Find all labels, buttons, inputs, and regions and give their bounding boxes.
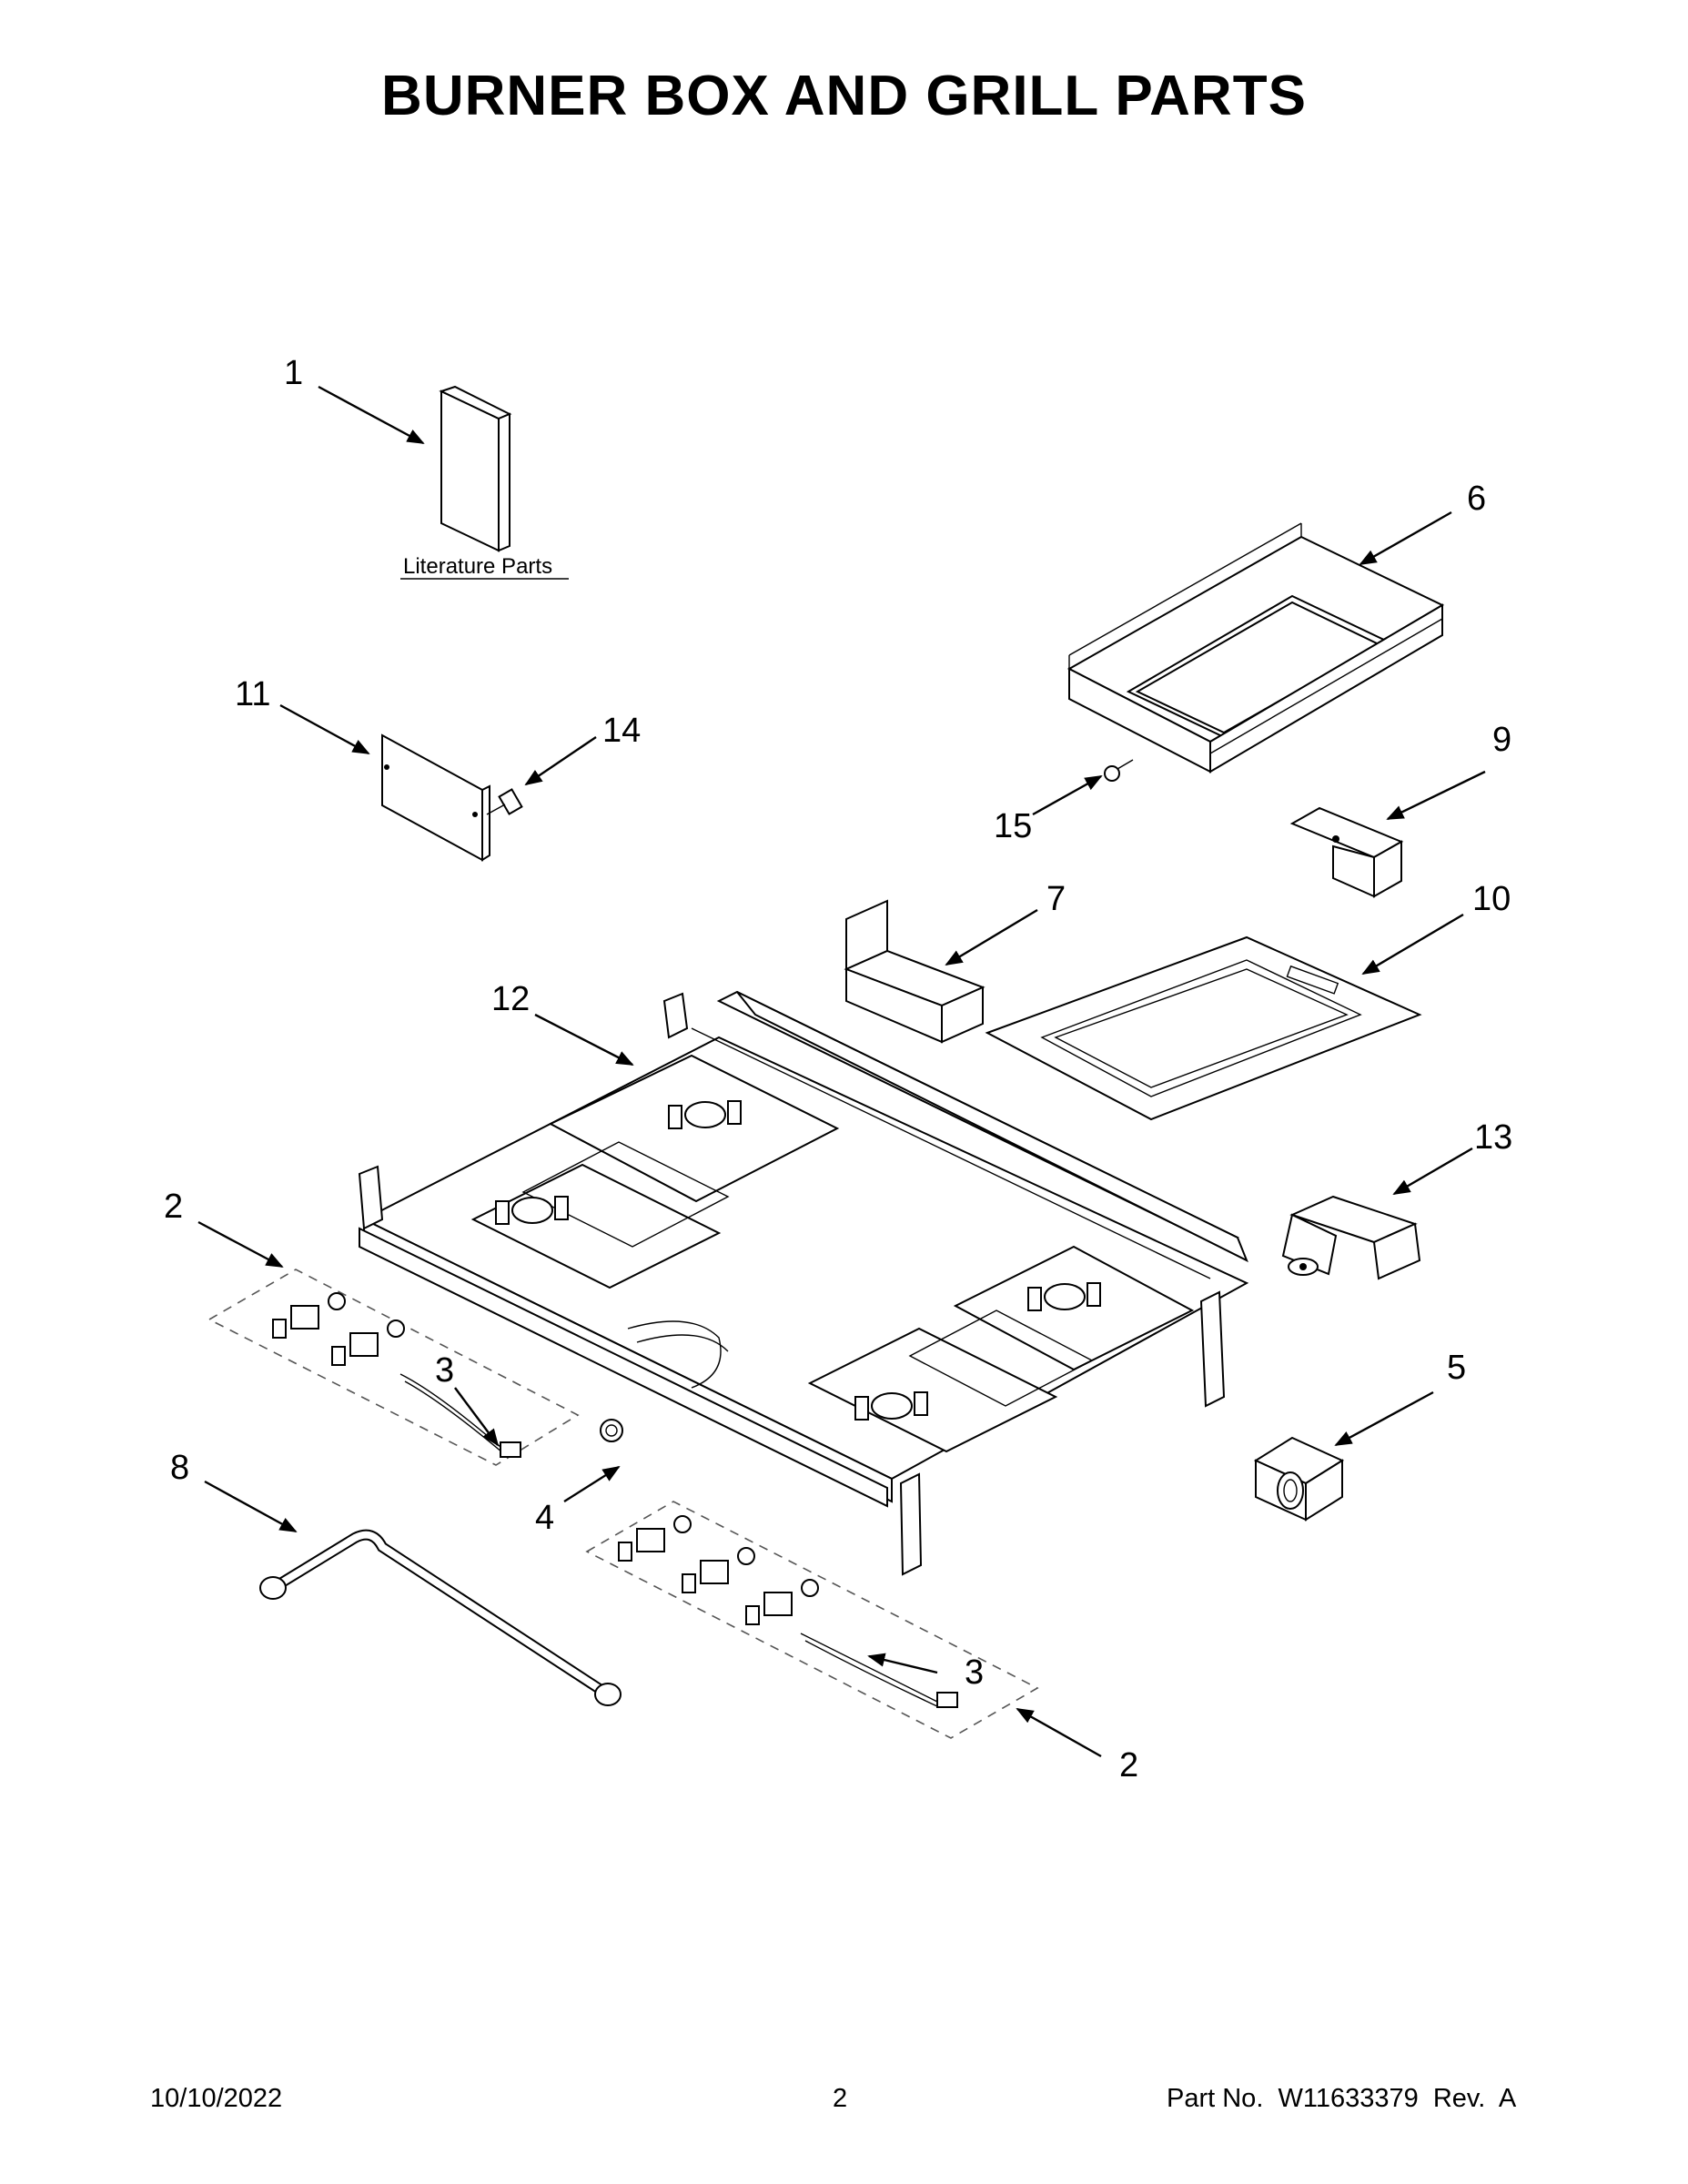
valve-left-b xyxy=(331,1320,405,1366)
part-9-bracket xyxy=(1289,806,1404,898)
callout-7: 7 xyxy=(1046,880,1066,918)
footer-page-number: 2 xyxy=(833,2084,848,2113)
part-8-manifold-tube xyxy=(259,1529,622,1706)
callout-6: 6 xyxy=(1467,480,1486,518)
callout-8: 8 xyxy=(170,1449,189,1487)
callout-1: 1 xyxy=(284,354,303,392)
literature-parts-label: Literature Parts xyxy=(403,554,552,579)
callout-10: 10 xyxy=(1472,880,1511,918)
part-6-grill-tray xyxy=(1066,522,1445,774)
callout-14: 14 xyxy=(602,712,641,750)
part-10-drip-pan xyxy=(985,935,1422,1121)
burner-head-3 xyxy=(1027,1282,1101,1311)
valve-left-a xyxy=(272,1292,346,1339)
valve-right-c xyxy=(745,1579,819,1625)
part-13-bracket xyxy=(1281,1195,1421,1280)
burner-head-2 xyxy=(495,1196,569,1225)
leader-lines xyxy=(197,385,1486,1758)
part-11-cover-plate xyxy=(381,733,490,862)
burner-head-4 xyxy=(854,1391,928,1421)
page-title: BURNER BOX AND GRILL PARTS xyxy=(381,65,1307,127)
callout-12: 12 xyxy=(491,980,530,1018)
part-2-valve-group-right xyxy=(585,1501,1039,1739)
callout-15: 15 xyxy=(994,807,1032,845)
part-14-screw xyxy=(486,788,523,815)
footer-part-number: Part No. W11633379 Rev. A xyxy=(1167,2084,1517,2113)
callout-2-bottom: 2 xyxy=(1119,1746,1138,1785)
footer-date: 10/10/2022 xyxy=(150,2084,283,2113)
valve-right-b xyxy=(682,1547,755,1593)
part-7-duct xyxy=(844,899,986,1044)
callout-9: 9 xyxy=(1492,721,1511,759)
part-5-spark-module xyxy=(1253,1436,1345,1522)
callout-numbers: 1 6 11 14 9 15 7 10 12 13 2 3 5 8 4 3 2 xyxy=(164,354,1512,1785)
burner-head-1 xyxy=(668,1100,742,1129)
part-1-literature-booklet: Literature Parts xyxy=(400,385,569,580)
part-4-fitting xyxy=(600,1419,623,1442)
callout-11: 11 xyxy=(235,675,270,713)
valve-right-a xyxy=(618,1515,692,1562)
callout-4: 4 xyxy=(535,1499,554,1537)
part-12-burner-box xyxy=(358,990,1249,1576)
part-2-valve-group-left xyxy=(207,1269,580,1466)
callout-2-top: 2 xyxy=(164,1188,183,1226)
callout-3-top: 3 xyxy=(435,1351,454,1390)
callout-5: 5 xyxy=(1447,1349,1466,1387)
part-15-screw xyxy=(1104,759,1134,782)
callout-13: 13 xyxy=(1474,1118,1512,1157)
callout-3-bottom: 3 xyxy=(965,1653,984,1692)
